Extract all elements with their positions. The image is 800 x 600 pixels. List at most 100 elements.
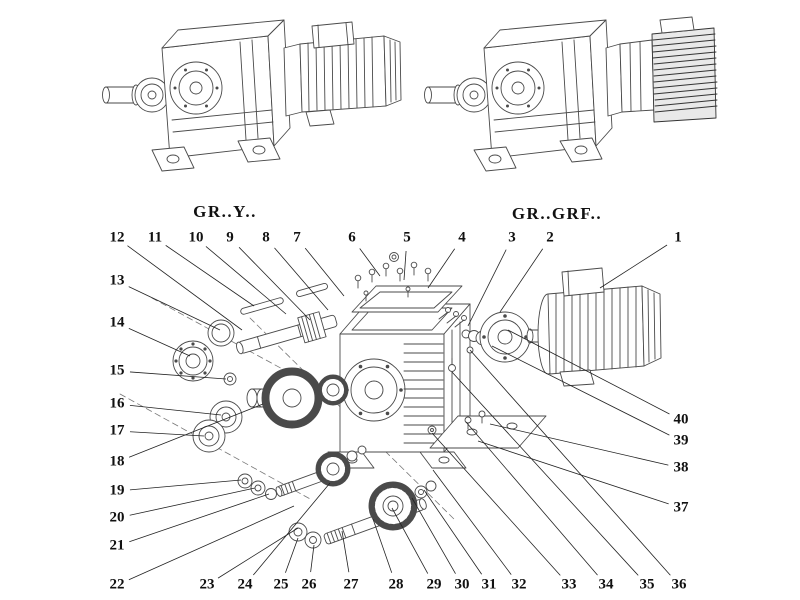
leader-line-1 (599, 244, 668, 289)
bolt-dots (173, 68, 219, 108)
input-shaft-assembly (236, 282, 338, 355)
bolt-dots (495, 68, 541, 108)
leader-line-18 (128, 403, 264, 458)
leader-line-25 (285, 537, 299, 573)
motor (526, 267, 662, 387)
callout-number-8: 8 (262, 229, 270, 246)
callout-number-18: 18 (109, 453, 125, 470)
callout-number-15: 15 (109, 362, 125, 379)
leader-line-20 (129, 487, 256, 516)
callout-number-38: 38 (673, 459, 689, 476)
leader-line-24 (253, 482, 331, 576)
leader-line-27 (341, 530, 350, 573)
eye-bolt (389, 252, 399, 262)
leader-line-4 (427, 248, 456, 289)
shaft-key (296, 282, 328, 298)
callout-number-9: 9 (226, 229, 234, 246)
leader-line-11 (165, 245, 255, 307)
leader-line-19 (129, 479, 242, 491)
variant-label-gr-y: GR..Y.. (193, 202, 257, 221)
callout-number-28: 28 (388, 576, 404, 593)
leader-line-33 (431, 432, 561, 576)
callout-number-29: 29 (426, 576, 442, 593)
leader-line-28 (372, 518, 393, 573)
leader-line-26 (310, 544, 315, 573)
leader-line-6 (359, 248, 381, 277)
callout-number-14: 14 (109, 314, 125, 331)
callout-number-6: 6 (348, 229, 356, 246)
illustration-gr-y-unit (102, 19, 402, 172)
callout-number-40: 40 (673, 411, 689, 428)
callout-number-10: 10 (188, 229, 204, 246)
leader-line-29 (391, 507, 429, 574)
callout-number-1: 1 (674, 229, 682, 246)
callout-number-13: 13 (109, 272, 125, 289)
leader-line-37 (477, 440, 669, 505)
leader-line-36 (469, 349, 671, 576)
leader-line-13 (128, 286, 221, 331)
leader-lines (127, 244, 671, 581)
callout-number-12: 12 (109, 229, 125, 246)
top-cover-and-bolts (351, 252, 463, 313)
illustration-gr-grf-unit (424, 16, 718, 172)
seal-and-bearing (172, 319, 235, 382)
leader-line-15 (129, 371, 227, 380)
callout-number-23: 23 (199, 576, 215, 593)
leader-line-30 (411, 497, 456, 574)
bearing-balls (174, 342, 212, 380)
callout-number-39: 39 (673, 432, 689, 449)
leader-line-7 (304, 247, 345, 297)
callout-number-19: 19 (109, 482, 125, 499)
callout-number-34: 34 (598, 576, 614, 593)
leader-line-12 (127, 245, 243, 331)
leader-line-17 (129, 431, 205, 437)
leader-line-3 (467, 249, 507, 327)
callout-number-36: 36 (671, 576, 687, 593)
callout-number-32: 32 (511, 576, 527, 593)
callout-number-17: 17 (109, 422, 125, 439)
callout-number-4: 4 (458, 229, 466, 246)
leader-line-40 (507, 329, 670, 415)
callout-number-24: 24 (237, 576, 253, 593)
exploded-view (119, 252, 662, 549)
callout-number-22: 22 (109, 576, 125, 593)
cover-bolt (354, 261, 432, 289)
leader-line-21 (129, 493, 270, 543)
leader-line-23 (217, 527, 299, 579)
callout-number-35: 35 (639, 576, 655, 593)
leader-line-16 (129, 404, 222, 416)
callout-number-33: 33 (561, 576, 577, 593)
leader-line-38 (489, 423, 669, 466)
intermediate-parts-cluster (192, 367, 349, 453)
output-shaft-assembly (288, 480, 437, 549)
callout-number-20: 20 (109, 509, 125, 526)
plugs-and-base-bolts (427, 346, 486, 435)
shaft-key (240, 297, 284, 315)
leader-line-8 (274, 247, 329, 311)
callout-number-25: 25 (273, 576, 289, 593)
input-flange (479, 311, 531, 363)
callout-number-2: 2 (546, 229, 554, 246)
callout-number-11: 11 (147, 229, 163, 246)
leader-line-35 (451, 371, 639, 576)
leader-line-9 (238, 247, 311, 321)
callout-number-37: 37 (673, 499, 689, 516)
leader-line-34 (465, 421, 598, 576)
callout-number-21: 21 (109, 537, 125, 554)
leader-line-10 (205, 246, 287, 315)
terminal-box (561, 267, 605, 297)
variant-label-gr-grf: GR..GRF.. (511, 204, 603, 223)
leader-line-5 (403, 250, 407, 281)
leader-line-39 (491, 345, 670, 436)
leader-line-32 (432, 469, 512, 575)
leader-line-2 (499, 248, 544, 313)
callout-number-27: 27 (343, 576, 359, 593)
callout-number-26: 26 (301, 576, 317, 593)
pinion-shaft-assembly (237, 445, 367, 500)
callout-number-3: 3 (508, 229, 516, 246)
callout-number-7: 7 (293, 229, 301, 246)
leader-line-31 (423, 489, 482, 575)
leader-line-22 (128, 505, 295, 581)
